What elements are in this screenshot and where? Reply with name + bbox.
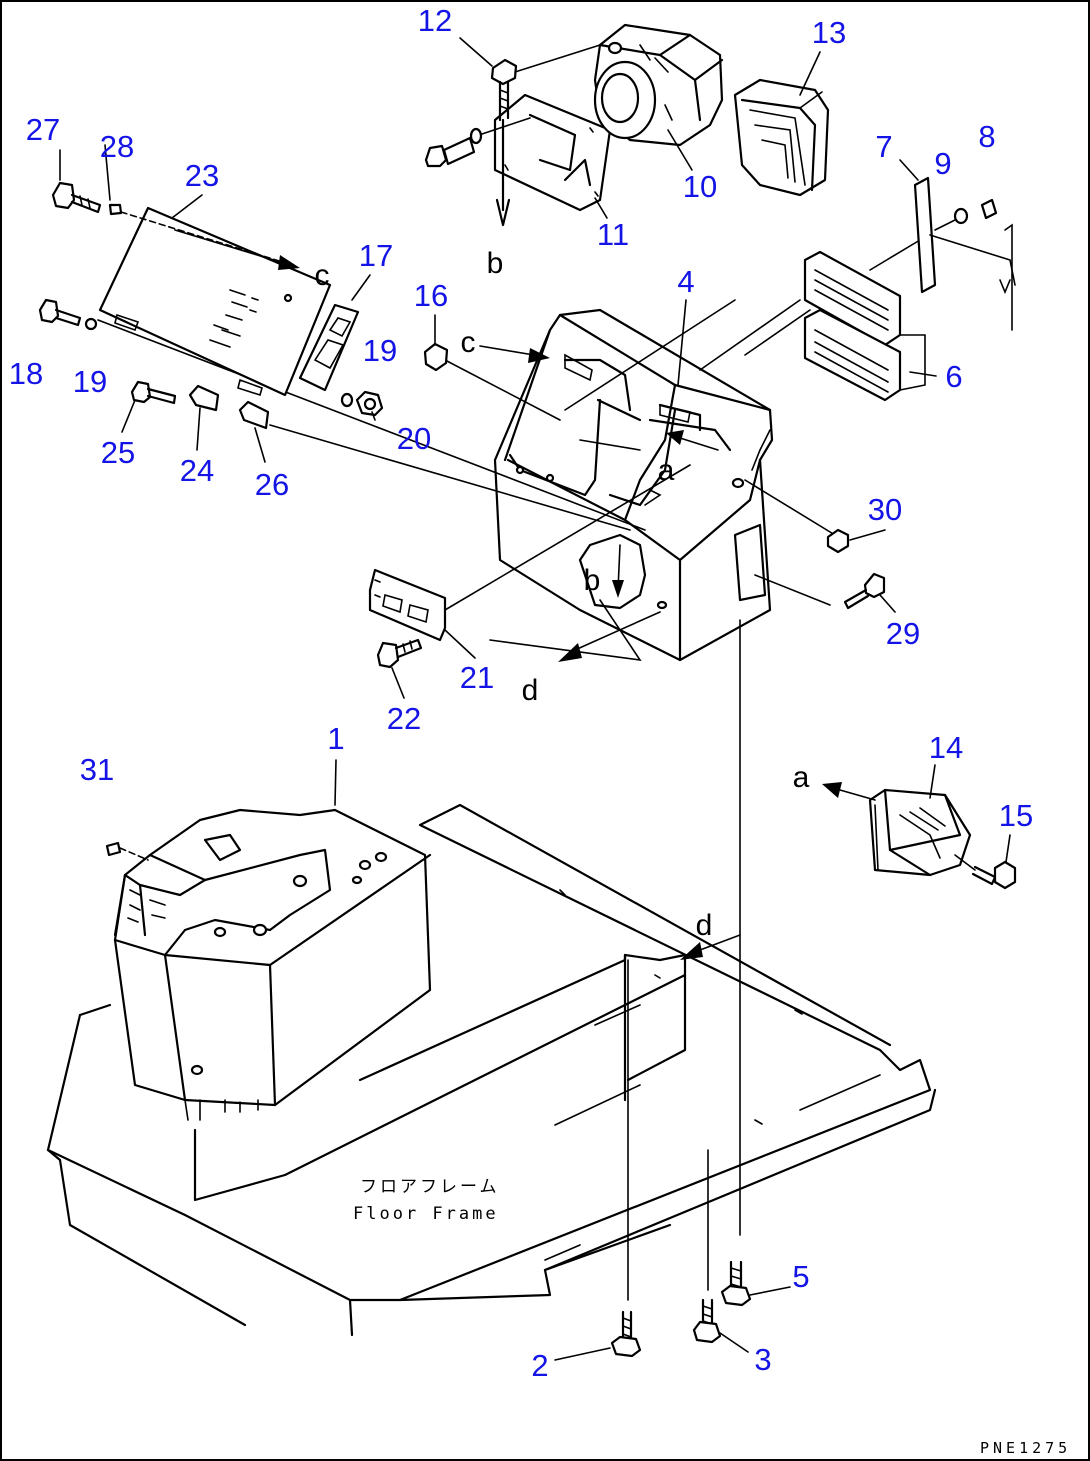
console-part-1	[113, 808, 432, 1121]
bolt-washer-top	[424, 117, 531, 168]
callout-15: 15	[999, 798, 1033, 833]
callout-12: 12	[418, 3, 452, 38]
callout-2: 2	[531, 1348, 548, 1383]
screw-31	[105, 841, 149, 861]
plate-21	[368, 568, 447, 642]
screw-18-washer-19	[38, 298, 98, 331]
callout-21: 21	[460, 660, 494, 695]
bolt-12	[490, 44, 601, 227]
view-letter-a: a	[658, 454, 675, 487]
callout-13: 13	[812, 15, 846, 50]
callout-19: 19	[363, 333, 397, 368]
callout-18: 18	[9, 356, 43, 391]
callout-16: 16	[414, 278, 448, 313]
drawing-code: PNE1275	[980, 1439, 1071, 1457]
switch-17	[298, 303, 360, 392]
callout-4: 4	[677, 264, 694, 299]
callout-17: 17	[359, 238, 393, 273]
bolt-22	[376, 638, 423, 669]
callout-19: 19	[73, 364, 107, 399]
bolt-2	[610, 1310, 642, 1358]
callout-8: 8	[978, 119, 995, 154]
callout-14: 14	[929, 730, 963, 765]
vent-14	[868, 788, 972, 877]
screw-29-30	[826, 528, 886, 610]
callout-30: 30	[868, 492, 902, 527]
blower-10	[593, 23, 724, 147]
callout-7: 7	[875, 129, 892, 164]
view-letter-b: b	[584, 564, 601, 597]
view-letter-c: c	[315, 259, 330, 292]
bracket-11	[493, 93, 612, 212]
callout-20: 20	[397, 421, 431, 456]
bolt-3	[692, 1298, 722, 1344]
washer-19-nut-20	[340, 390, 384, 417]
callout-28: 28	[100, 129, 134, 164]
callout-9: 9	[934, 146, 951, 181]
view-letter-c: c	[461, 326, 476, 359]
callout-1: 1	[327, 721, 344, 756]
callout-26: 26	[255, 467, 289, 502]
screw-8-washer-9	[934, 198, 998, 231]
view-letters: a a b b c c d d	[315, 247, 810, 942]
callout-3: 3	[754, 1342, 771, 1377]
screw-15	[954, 854, 1017, 890]
view-letter-a: a	[793, 761, 810, 794]
callout-23: 23	[185, 158, 219, 193]
callout-31: 31	[80, 752, 114, 787]
cover-13	[733, 78, 830, 197]
callout-leaders	[59, 37, 1011, 1361]
front-panel	[193, 953, 687, 1202]
housing-part-4	[493, 308, 774, 662]
floor-frame-label-en: Floor Frame	[353, 1204, 499, 1224]
bracket-7	[913, 176, 1016, 331]
callout-29: 29	[886, 616, 920, 651]
bolt-5	[720, 1260, 752, 1307]
view-letter-b: b	[487, 247, 504, 280]
callout-27: 27	[26, 112, 60, 147]
callout-22: 22	[387, 701, 421, 736]
panel-23	[98, 206, 332, 397]
clip-16	[423, 342, 449, 372]
vent-6	[699, 239, 926, 402]
callout-5: 5	[792, 1259, 809, 1294]
leader-lines	[97, 299, 836, 1301]
floor-frame	[46, 803, 937, 1337]
callout-11: 11	[597, 217, 629, 252]
floor-frame-label-jp: フロアフレーム	[360, 1177, 500, 1197]
callout-6: 6	[945, 359, 962, 394]
view-letter-d: d	[696, 909, 713, 942]
callout-24: 24	[180, 453, 214, 488]
screw-25-nut-24	[130, 380, 270, 430]
view-letter-d: d	[522, 674, 539, 707]
flow-arrows	[174, 229, 876, 960]
screw-27-washer-28	[51, 181, 293, 266]
callout-10: 10	[683, 169, 717, 204]
callout-25: 25	[101, 435, 135, 470]
